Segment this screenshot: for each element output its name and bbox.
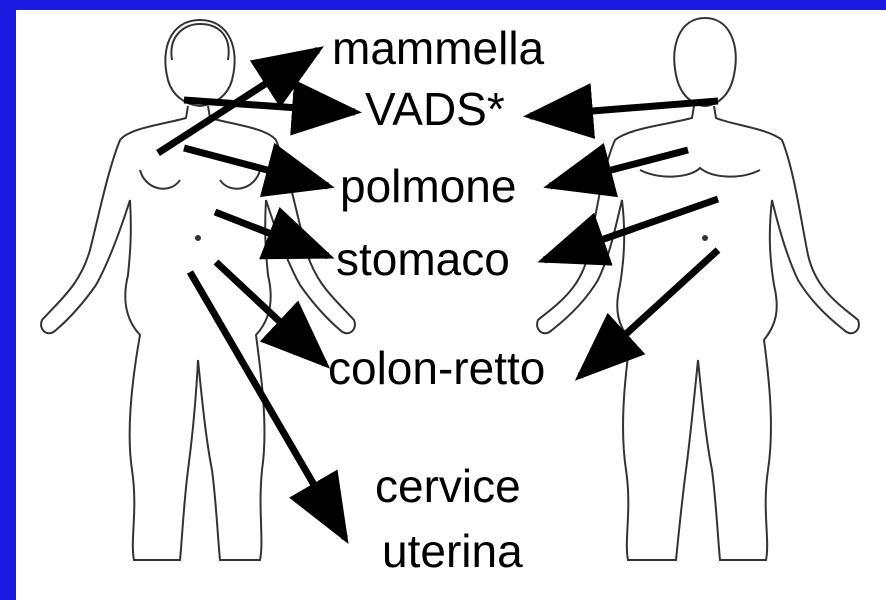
- label-colon: colon-retto: [328, 345, 545, 391]
- female-breast-left: [140, 170, 180, 189]
- arrow-male-to-lung: [550, 150, 688, 186]
- label-vads: VADS*: [365, 86, 505, 132]
- arrow-male-to-stomach: [544, 199, 718, 260]
- label-cervix-line2: uterina: [382, 528, 523, 574]
- male-chest: [640, 168, 760, 177]
- label-lung: polmone: [340, 163, 516, 209]
- arrow-male-to-colon: [580, 250, 718, 376]
- female-hair: [171, 24, 228, 60]
- label-stomach: stomaco: [336, 236, 510, 282]
- female-head: [165, 20, 234, 106]
- arrow-male-to-vads: [530, 101, 718, 116]
- label-breast: mammella: [332, 25, 544, 71]
- male-head: [674, 18, 735, 106]
- label-cervix-line1: cervice: [375, 463, 521, 509]
- female-torso: [41, 106, 355, 560]
- female-breast-right: [220, 170, 260, 189]
